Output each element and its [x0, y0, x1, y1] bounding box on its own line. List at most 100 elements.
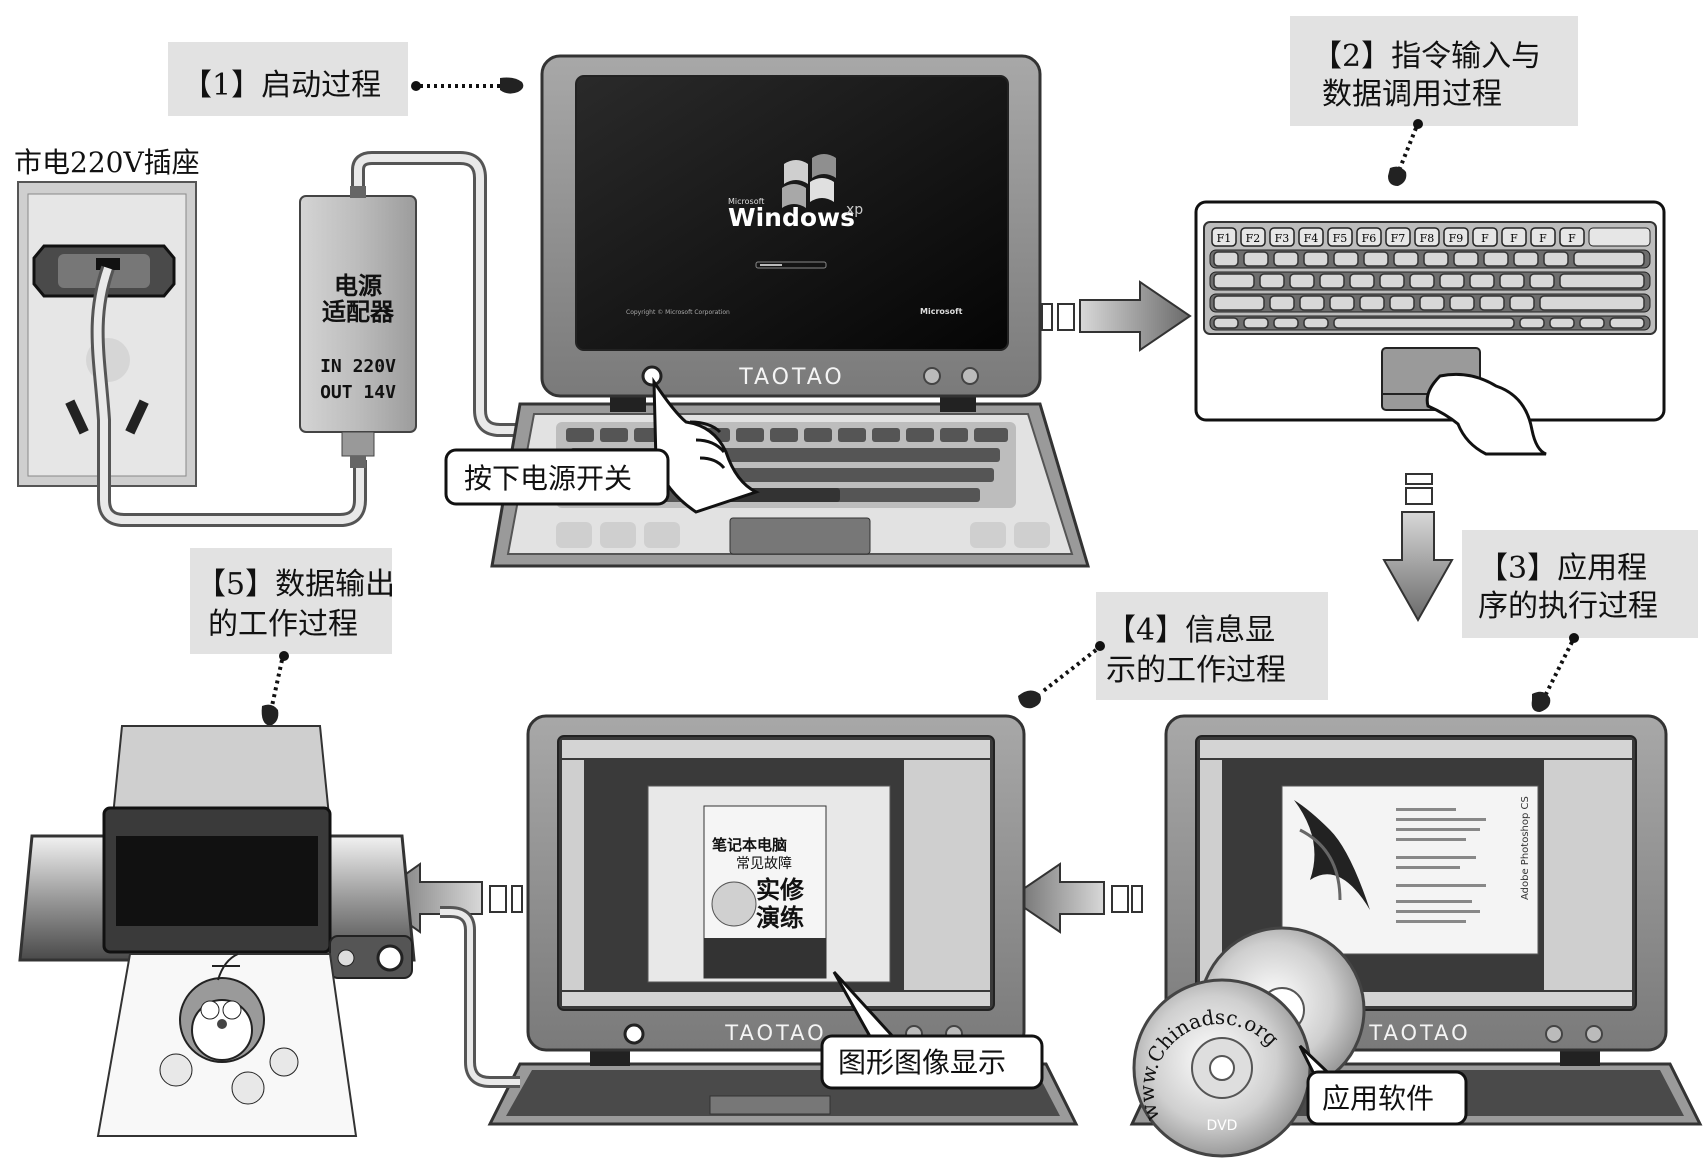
os-edition-text: xp — [846, 202, 863, 218]
backspace-key[interactable] — [1588, 227, 1651, 247]
main-laptop-touchpad[interactable] — [729, 517, 871, 555]
step3-text-line2: 序的执行过程 — [1478, 589, 1658, 624]
step1-connector — [411, 77, 524, 94]
microsoft-logo-text: Microsoft — [920, 307, 963, 316]
pointing-hand-icon — [261, 704, 279, 726]
step1-text: 【1】启动过程 — [182, 68, 381, 103]
display-laptop-brand: TAOTAO — [724, 1021, 826, 1045]
step3-label: 【3】应用程 序的执行过程 — [1462, 530, 1698, 638]
status-light-icon — [923, 367, 941, 385]
typing-hand-icon — [1425, 372, 1547, 456]
book-title-line2: 常见故障 — [736, 856, 792, 872]
fkey-2[interactable]: F2 — [1240, 227, 1266, 247]
display-laptop-power-button[interactable] — [623, 1023, 645, 1045]
power-button-label: 按下电源开关 — [464, 462, 632, 495]
fkey-label: F5 — [1333, 232, 1348, 245]
fkey-label: F — [1510, 232, 1518, 245]
pointing-hand-icon — [500, 77, 524, 94]
step4-text-line2: 示的工作过程 — [1106, 653, 1286, 688]
fkey-label: F1 — [1217, 232, 1232, 245]
pressing-hand-icon — [652, 376, 760, 514]
main-laptop: Microsoft Windows xp Copyright © Microso… — [444, 54, 1091, 568]
arrow-to-display — [1008, 862, 1143, 934]
book-title-line3: 实修 — [756, 876, 805, 904]
main-laptop-screen — [575, 75, 1009, 351]
power-button-callout: 按下电源开关 — [444, 448, 670, 506]
step2-connector — [1388, 119, 1423, 186]
display-laptop: 笔记本电脑 常见故障 实修 演练 TAOTAO — [487, 714, 1079, 1126]
pointing-hand-icon — [1388, 166, 1407, 186]
software-product-name: Adobe Photoshop CS — [1520, 796, 1531, 900]
step2-text-line1: 【2】指令输入与 — [1312, 39, 1541, 74]
step3-connector — [1531, 633, 1579, 712]
step5-text-line1: 【5】数据输出 — [196, 567, 395, 602]
step2-text-line2: 数据调用过程 — [1322, 77, 1502, 112]
arrow-to-app — [1382, 473, 1454, 623]
printer — [18, 725, 416, 1137]
boot-progress-bar — [755, 261, 827, 269]
printed-image — [159, 953, 299, 1105]
os-vendor-text: Microsoft — [728, 197, 764, 206]
os-name-text: Windows — [728, 203, 855, 232]
main-laptop-brand: TAOTAO — [738, 365, 844, 390]
fkey-label: F — [1481, 232, 1489, 245]
fkey-10[interactable]: F — [1472, 227, 1498, 247]
power-adapter: 电源 适配器 IN 220V OUT 14V — [299, 186, 417, 468]
step5-text-line2: 的工作过程 — [208, 607, 358, 642]
step4-text-line1: 【4】信息显 — [1106, 613, 1275, 648]
fkey-5[interactable]: F5 — [1327, 227, 1353, 247]
fkey-7[interactable]: F7 — [1385, 227, 1411, 247]
printer-power-button[interactable] — [376, 944, 404, 972]
fkey-6[interactable]: F6 — [1356, 227, 1382, 247]
pointing-hand-icon — [1531, 691, 1551, 712]
status-light-icon — [1585, 1025, 1603, 1043]
disc-format-text: DVD — [1207, 1118, 1238, 1134]
fkey-label: F — [1539, 232, 1547, 245]
step4-label: 【4】信息显 示的工作过程 — [1096, 592, 1328, 700]
fkey-11[interactable]: F — [1501, 227, 1527, 247]
software-splash-window: Adobe Photoshop CS — [1281, 785, 1539, 955]
windows-logo-icon — [782, 154, 836, 208]
fkey-label: F9 — [1449, 232, 1464, 245]
fkey-label: F2 — [1246, 232, 1261, 245]
copyright-text: Copyright © Microsoft Corporation — [626, 309, 730, 316]
app-laptop-brand: TAOTAO — [1368, 1021, 1470, 1045]
adapter-text-line1: 电源 — [334, 272, 382, 300]
fkey-4[interactable]: F4 — [1298, 227, 1324, 247]
adapter-text-line2: 适配器 — [322, 298, 395, 326]
adapter-output-spec: OUT 14V — [320, 382, 396, 403]
fkey-label: F7 — [1391, 232, 1406, 245]
power-button[interactable] — [641, 365, 663, 387]
status-light-icon — [961, 367, 979, 385]
book-cover-image: 笔记本电脑 常见故障 实修 演练 — [703, 805, 827, 979]
step5-connector — [261, 651, 289, 726]
app-software-label: 应用软件 — [1322, 1082, 1434, 1115]
fkey-1[interactable]: F1 — [1211, 227, 1237, 247]
fkey-3[interactable]: F3 — [1269, 227, 1295, 247]
dvd-disc-front-icon: www.Chinadsc.org DVD — [1132, 978, 1312, 1158]
fkey-label: F6 — [1362, 232, 1377, 245]
fkey-label: F3 — [1275, 232, 1290, 245]
book-title-line4: 演练 — [756, 904, 804, 932]
app-software-callout: 应用软件 — [1298, 1044, 1468, 1126]
status-light-icon — [1545, 1025, 1563, 1043]
step3-text-line1: 【3】应用程 — [1478, 551, 1647, 586]
fkey-label: F8 — [1420, 232, 1435, 245]
fkey-label: F4 — [1304, 232, 1319, 245]
arrow-to-keyboard — [1041, 280, 1192, 352]
book-title-line1: 笔记本电脑 — [712, 836, 787, 854]
graphics-display-callout: 图形图像显示 — [820, 970, 1044, 1090]
fkey-13[interactable]: F — [1559, 227, 1585, 247]
step5-label: 【5】数据输出 的工作过程 — [190, 548, 395, 654]
printer-cable — [440, 906, 520, 1088]
fkey-8[interactable]: F8 — [1414, 227, 1440, 247]
pointing-hand-icon — [1018, 690, 1041, 709]
step2-label: 【2】指令输入与 数据调用过程 — [1290, 16, 1578, 126]
fkey-9[interactable]: F9 — [1443, 227, 1469, 247]
fkey-12[interactable]: F — [1530, 227, 1556, 247]
adapter-input-spec: IN 220V — [320, 356, 396, 377]
